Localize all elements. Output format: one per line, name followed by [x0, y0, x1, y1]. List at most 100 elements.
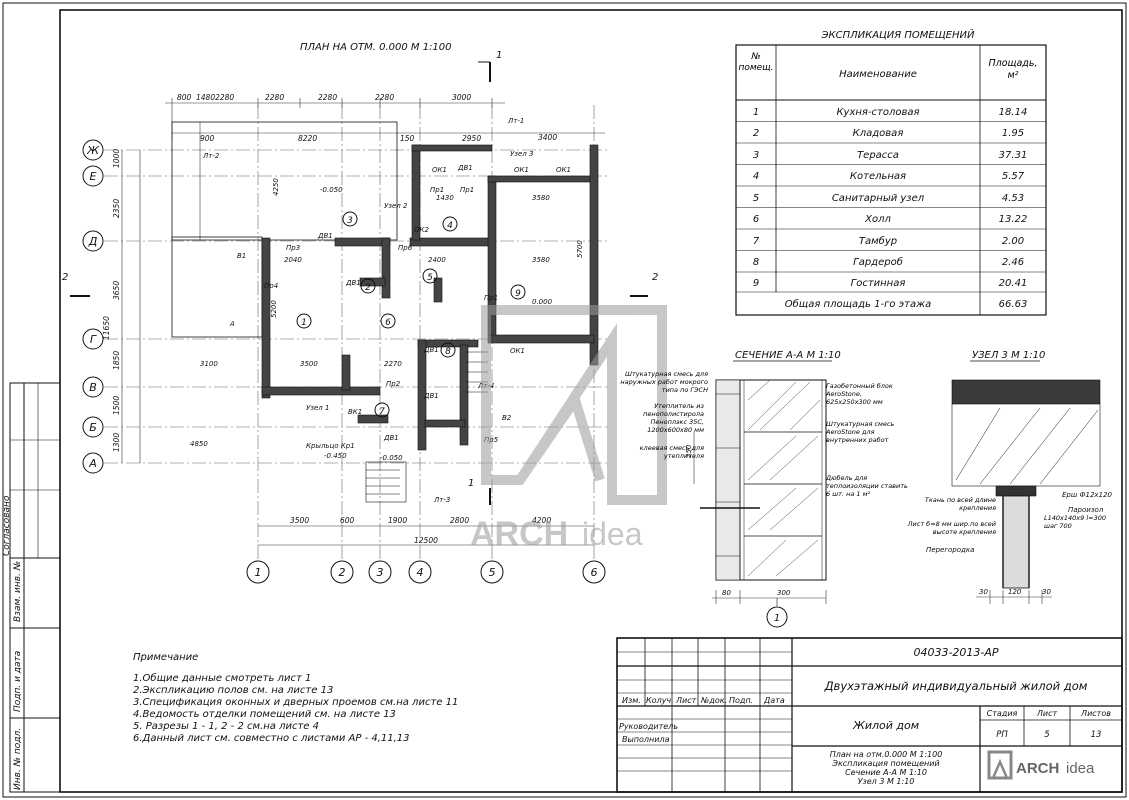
dim-text: 1000: [112, 149, 121, 168]
room-number: 6: [385, 318, 391, 328]
label-pr2: Пр2: [386, 380, 401, 388]
stamp-stage-label: Стадия: [987, 709, 1018, 718]
label-pr4: Пр4: [264, 282, 278, 290]
explication-header-no: № помещ.: [738, 52, 773, 73]
label-dv1: ДВ1: [457, 164, 473, 172]
room-number: 9: [515, 289, 521, 299]
row-name: Терасса: [857, 150, 899, 161]
label-dv1: ДВ1: [383, 434, 399, 442]
note-item: 5. Разрезы 1 - 1, 2 - 2 см.на листе 4: [133, 721, 319, 732]
node-note-angle: L140х140х9 l=300 шаг 700: [1044, 514, 1106, 530]
note-item: 2.Экспликацию полов см. на листе 13: [133, 685, 333, 696]
section-mark: 2: [62, 272, 68, 283]
row-name: Гостинная: [851, 278, 906, 289]
room-number: 1: [301, 318, 307, 328]
dim-text: 2280: [265, 93, 284, 102]
dim-text: 150: [400, 134, 415, 143]
plan-title: ПЛАН НА ОТМ. 0.000 М 1:100: [300, 42, 452, 53]
side-stamp-replace-inv: Взам. инв. №: [13, 561, 23, 622]
notes: Примечание 1.Общие данные смотреть лист …: [133, 652, 458, 744]
row-name: Котельная: [850, 171, 906, 182]
dim-text: 30: [979, 588, 988, 596]
section-title: СЕЧЕНИЕ А-А М 1:10: [735, 350, 841, 361]
row-no: 6: [753, 214, 759, 225]
axis-row-label: Е: [90, 170, 97, 183]
level-mark: -0.050: [320, 186, 343, 194]
explication-total-label: Общая площадь 1-го этажа: [785, 298, 931, 310]
label-pr1: Пр1: [460, 186, 474, 194]
stamp-col: Дата: [763, 696, 785, 705]
title-block: Изм. Колуч. Лист №док. Подп. Дата Руково…: [616, 637, 1123, 793]
axis-col-label: 5: [489, 566, 496, 579]
dim-text: 14802280: [196, 93, 234, 102]
label-lt2: Лт-2: [202, 152, 220, 160]
explication-title: ЭКСПЛИКАЦИЯ ПОМЕЩЕНИЙ: [821, 28, 975, 41]
note-item: 6.Данный лист см. совместно с листами АР…: [133, 733, 410, 744]
label-lt3: Лт-3: [433, 496, 450, 504]
label-uzel2: Узел 2: [384, 202, 408, 210]
stamp-logo-icon: [987, 750, 1013, 780]
dim-text: 800: [177, 93, 192, 102]
label-dv1: ДВ1: [345, 279, 361, 287]
note-item: 4.Ведомость отделки помещений см. на лис…: [133, 709, 396, 720]
row-name: Кладовая: [853, 128, 904, 139]
row-area: 1.95: [1002, 128, 1024, 139]
dim-text: 3650: [112, 281, 121, 300]
row-area: 13.22: [999, 214, 1028, 225]
stamp-role-head: Руководитель: [619, 722, 678, 731]
room-number: 2: [365, 283, 371, 293]
explication-row: 2 Кладовая 1.95: [753, 128, 1024, 139]
row-no: 2: [753, 128, 759, 139]
explication-row: 5 Санитарный узел 4.53: [753, 193, 1024, 204]
note-item: 3.Спецификация оконных и дверных проемов…: [133, 697, 458, 708]
stamp-logo-light: idea: [1066, 760, 1095, 777]
left-dimensions: 1000 2350 3650 1850 1500 1300 11650: [102, 149, 141, 463]
stamp-sheets: 13: [1091, 730, 1102, 740]
dim-text: 1430: [436, 194, 454, 202]
stamp-object: Жилой дом: [852, 719, 919, 732]
label-ok2: ОК2: [414, 226, 429, 234]
dim-text: 5200: [270, 300, 278, 318]
dim-text: 3500: [290, 516, 309, 525]
axis-row-label: А: [88, 457, 97, 470]
dim-text: 3580: [532, 194, 550, 202]
watermark-bold: ARCH: [470, 515, 568, 553]
axis-row-label: Б: [89, 421, 97, 434]
row-no: 4: [753, 171, 759, 182]
label-v1: В1: [237, 252, 246, 260]
dim-text: 300: [777, 589, 791, 597]
explication-table: ЭКСПЛИКАЦИЯ ПОМЕЩЕНИЙ № помещ. Наименова…: [735, 28, 1047, 316]
stamp-content: План на отм.0.000 М 1:100: [830, 750, 943, 759]
axis-row-label: Г: [90, 333, 97, 346]
dim-text: 900: [200, 134, 215, 143]
top-dimensions: 800 14802280 2280 2280 2280 3000 900 822…: [165, 93, 605, 143]
dim-text: 80: [722, 589, 731, 597]
side-stamp: Согласовано Взам. инв. № Подп. и дата Ин…: [2, 382, 61, 793]
explication-header-name: Наименование: [839, 69, 917, 80]
dim-text: 2280: [318, 93, 337, 102]
stamp-col: Подп.: [729, 696, 753, 705]
dim-text: 1500: [112, 396, 121, 415]
node-note-vapor: Пароизол: [1068, 506, 1104, 514]
bottom-dimensions: 3500 600 1900 2800 4200 12500: [258, 516, 594, 546]
axis-col-label: 6: [591, 566, 598, 579]
label-pr1: Пр1: [430, 186, 444, 194]
label-v2: В2: [502, 414, 512, 422]
explication-row: 4 Котельная 5.57: [753, 171, 1025, 182]
explication-header-area: Площадь, м²: [989, 58, 1038, 81]
stamp-code: 04033-2013-АР: [913, 646, 998, 659]
plan-labels: Лт-1 Лт-2 Лт-3 Лт-4 ОК1 ОК1 ОК1 ОК1 ОК2 …: [190, 117, 584, 504]
stamp-stage: РП: [996, 730, 1008, 740]
label-section-a: А: [229, 320, 235, 328]
dim-text: 120: [1008, 588, 1022, 596]
dim-text: 5700: [576, 240, 584, 258]
watermark-light: idea: [582, 516, 643, 552]
label-porch: Крыльцо Кр1: [306, 442, 355, 450]
dim-text: 2280: [375, 93, 394, 102]
dim-text: 2950: [462, 134, 481, 143]
note-item: 1.Общие данные смотреть лист 1: [133, 672, 311, 684]
row-name: Гардероб: [853, 256, 903, 268]
label-pr3: Пр3: [286, 244, 300, 252]
axis-col-label: 3: [377, 566, 384, 579]
